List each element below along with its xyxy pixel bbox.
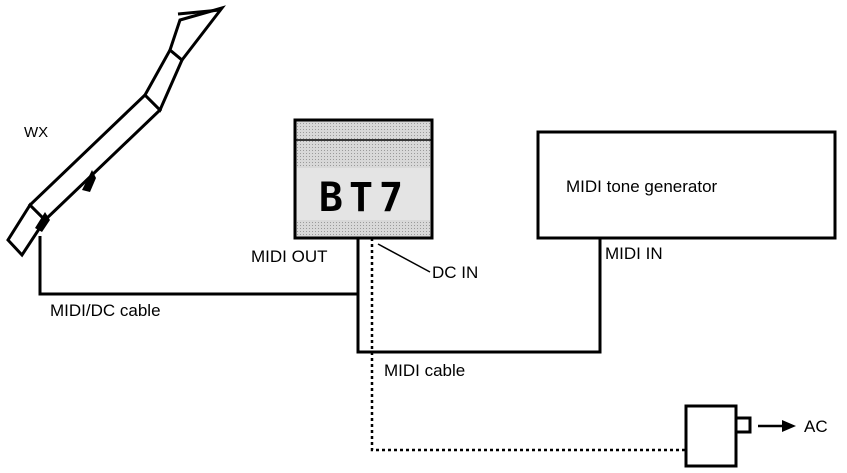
wind-controller (6, 5, 226, 258)
dc-in-pointer (377, 243, 431, 273)
tone-generator-label: MIDI tone generator (566, 177, 718, 196)
midi-out-label: MIDI OUT (251, 247, 328, 266)
bt7-unit (293, 118, 434, 240)
dc-in-label: DC IN (432, 263, 479, 282)
midi-cable (356, 238, 602, 354)
midi-dc-cable (38, 236, 360, 296)
ac-adapter (684, 404, 752, 468)
midi-cable-label: MIDI cable (384, 361, 466, 380)
ac-adapter-cable (370, 238, 686, 452)
midi-in-label: MIDI IN (605, 244, 663, 263)
ac-label: AC (804, 417, 828, 436)
midi-dc-cable-label: MIDI/DC cable (50, 301, 161, 320)
bt7-logo: BT7 (318, 175, 410, 221)
tone-generator-box (536, 130, 837, 240)
ac-arrow-icon (758, 420, 796, 432)
wx-label: WX (24, 124, 49, 141)
